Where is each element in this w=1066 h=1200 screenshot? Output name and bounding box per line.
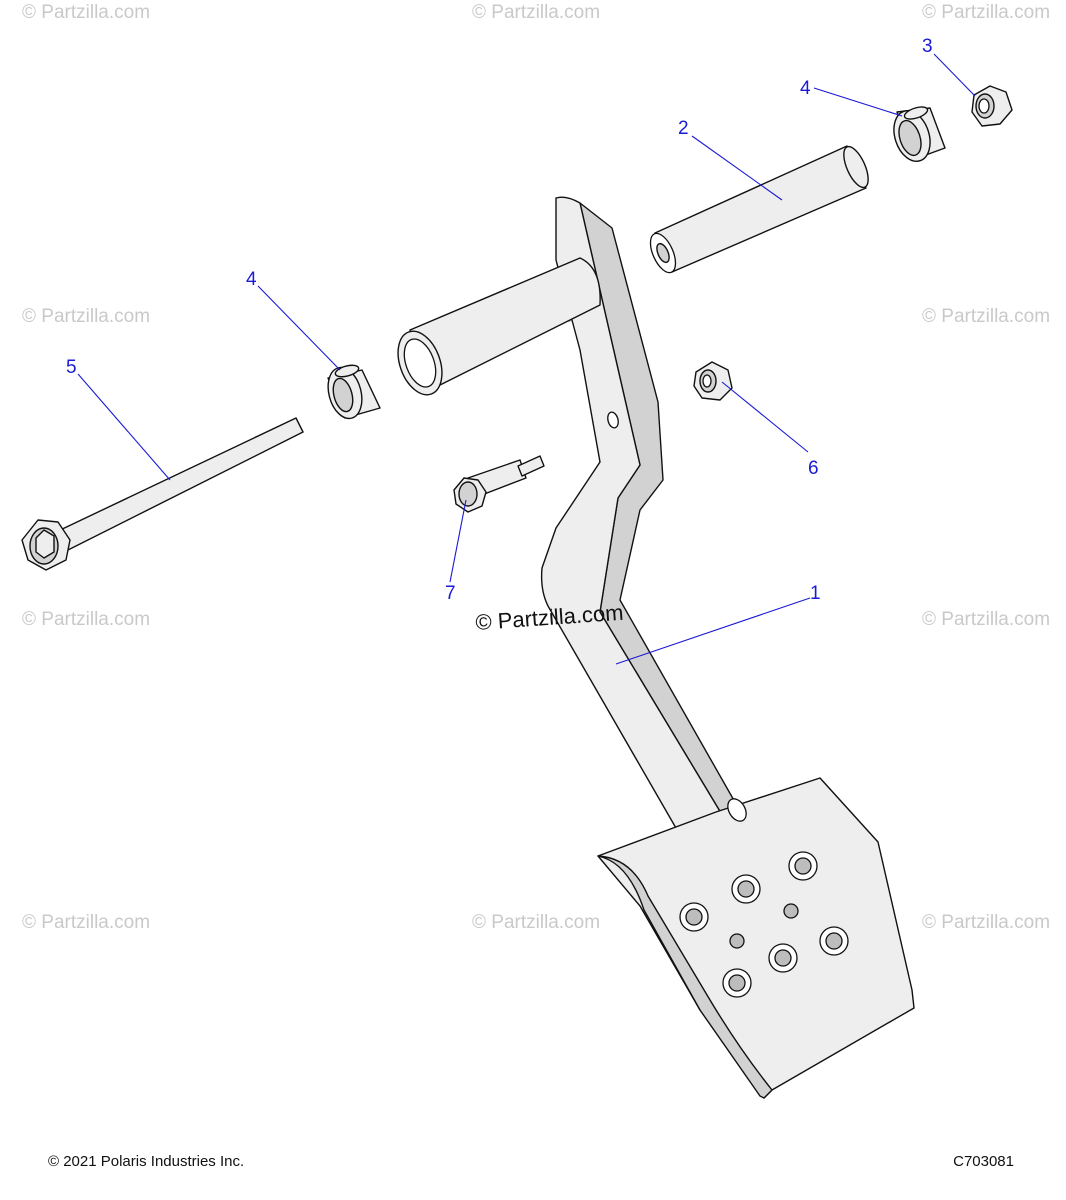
part-3-flange-nut [971,85,1013,127]
callout-4a: 4 [800,78,811,99]
part-5-bolt [21,417,304,571]
watermark: © Partzilla.com [22,2,150,23]
leader-4b [257,285,341,371]
drawing-number: C703081 [953,1153,1014,1170]
leader-lines [77,53,976,665]
watermark: © Partzilla.com [922,609,1050,630]
watermark: © Partzilla.com [22,306,150,327]
part-2-pivot-tube [649,145,869,274]
part-4-bushing-left [327,364,381,420]
callout-2: 2 [678,118,689,139]
part-1-brake-pedal [397,196,915,1099]
watermark: © Partzilla.com [22,609,150,630]
watermark: © Partzilla.com [472,2,600,23]
callout-1: 1 [810,583,821,604]
part-4-bushing-right [893,106,946,162]
leader-1 [615,597,811,665]
callout-7: 7 [445,583,456,604]
leader-3 [933,53,976,97]
callout-3: 3 [922,36,933,57]
leader-6 [721,381,809,453]
watermarks: © Partzilla.com © Partzilla.com © Partzi… [22,2,1050,933]
leader-4a [813,87,903,117]
part-6-flange-nut [693,361,733,401]
watermark: © Partzilla.com [922,306,1050,327]
copyright-text: © 2021 Polaris Industries Inc. [48,1153,245,1170]
callouts: 1 2 3 4 4 5 6 7 [66,36,933,604]
leader-7 [449,499,467,583]
leader-2 [691,135,783,201]
callout-6: 6 [808,458,819,479]
part-7-shoulder-bolt [453,455,545,513]
watermark: © Partzilla.com [922,912,1050,933]
callout-5: 5 [66,357,77,378]
watermark: © Partzilla.com [922,2,1050,23]
watermark: © Partzilla.com [472,912,600,933]
leader-5 [77,373,171,481]
watermark: © Partzilla.com [22,912,150,933]
callout-4b: 4 [246,269,257,290]
